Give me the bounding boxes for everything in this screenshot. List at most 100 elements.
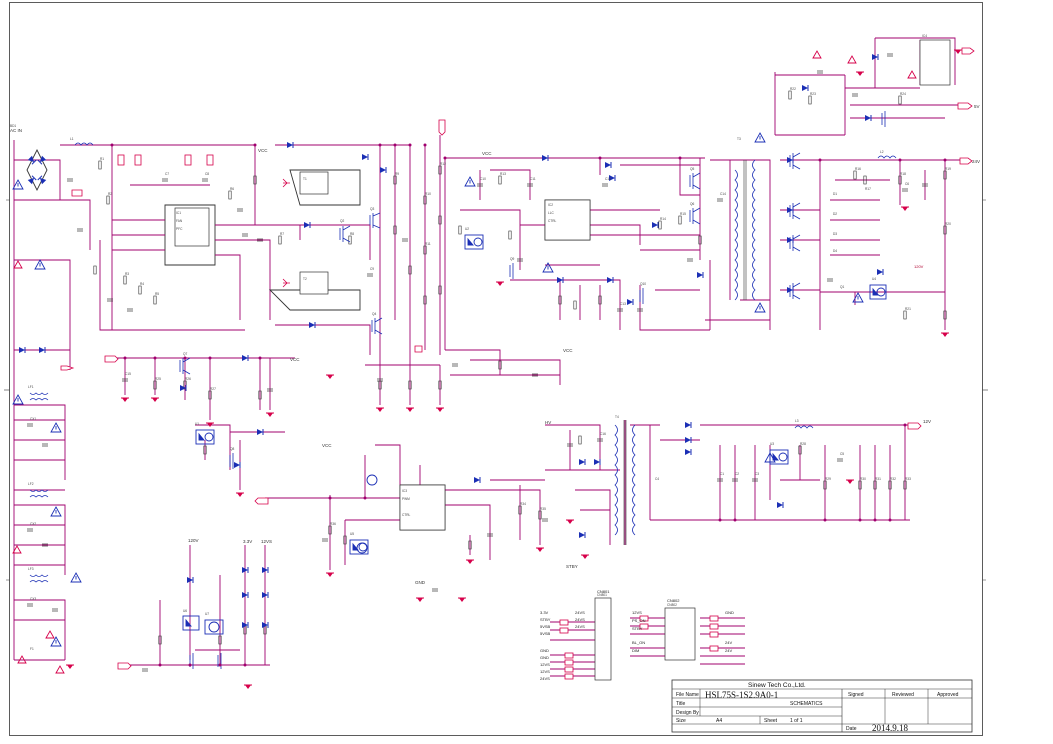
cn801-pin: 3.3V	[540, 610, 549, 615]
sheet-value: 1 of 1	[790, 718, 803, 724]
svg-text:BD1: BD1	[10, 124, 16, 128]
svg-text:Q8: Q8	[230, 447, 234, 451]
transistors	[179, 111, 886, 669]
net-12vs: 12VS	[261, 539, 272, 544]
svg-text:C7: C7	[165, 172, 169, 176]
svg-text:C10: C10	[480, 177, 486, 181]
svg-text:C2: C2	[735, 472, 739, 476]
net-vcc-mid: VCC	[563, 348, 573, 353]
svg-text:CX3: CX3	[30, 597, 36, 601]
svg-text:D2: D2	[833, 212, 837, 216]
date-value: 2014.9.18	[872, 723, 909, 733]
svg-text:R29: R29	[825, 477, 831, 481]
common-mode-chokes	[29, 142, 897, 583]
ic-packages	[174, 39, 951, 681]
svg-text:R17: R17	[865, 187, 871, 191]
svg-text:Q2: Q2	[340, 219, 344, 223]
svg-text:L1: L1	[70, 137, 74, 141]
svg-text:R27: R27	[210, 387, 216, 391]
title-label: Title	[676, 701, 685, 707]
net-out-5v: 5V	[974, 104, 980, 109]
title-block: Sinew Tech Co.,Ltd. File Name HSL75S-1S2…	[671, 679, 973, 733]
svg-text:R9: R9	[395, 172, 399, 176]
svg-text:C5: C5	[840, 452, 844, 456]
svg-text:CN802: CN802	[667, 603, 677, 607]
net-gnd: GND	[415, 580, 426, 585]
svg-text:C9: C9	[370, 267, 374, 271]
svg-text:R25: R25	[155, 377, 161, 381]
svg-text:R4: R4	[140, 282, 144, 286]
net-vcc-pfc: VCC	[258, 148, 268, 153]
svg-text:Q4: Q4	[372, 312, 376, 316]
cn801-pin: 24VS	[575, 624, 585, 629]
svg-text:LLC: LLC	[548, 211, 555, 215]
svg-text:Q5: Q5	[690, 167, 694, 171]
svg-text:PWM: PWM	[402, 497, 410, 501]
cn802-pin: 12VS	[632, 610, 642, 615]
net-vcc-standby: VCC	[290, 357, 300, 362]
approved-label: Approved	[937, 692, 959, 698]
transformer-standby	[614, 420, 636, 545]
net-vcc-pwm: VCC	[322, 443, 332, 448]
test-points	[12, 50, 917, 674]
cn801-pin: 5VSB	[540, 631, 551, 636]
file-name-value: HSL75S-1S2.9A0-1	[705, 690, 778, 700]
svg-text:R22: R22	[790, 87, 796, 91]
cn801-pin: GND	[540, 655, 549, 660]
diodes	[18, 53, 884, 629]
svg-text:LF3: LF3	[28, 567, 34, 571]
cn802-pin: GND	[725, 610, 734, 615]
svg-text:R16: R16	[855, 167, 861, 171]
svg-text:R15: R15	[680, 212, 686, 216]
svg-text:R1: R1	[100, 157, 104, 161]
svg-text:IC2: IC2	[548, 203, 553, 207]
svg-text:R5: R5	[155, 292, 159, 296]
svg-text:T2: T2	[303, 277, 307, 281]
svg-text:CTRL: CTRL	[548, 219, 557, 223]
svg-text:CX1: CX1	[30, 417, 36, 421]
connector-cn802: CN802 12VS PS_ON STBY BL_ON DIM GND 24V …	[632, 598, 734, 653]
svg-text:Q6: Q6	[690, 202, 694, 206]
wiring	[13, 37, 970, 677]
cn802-pin: BL_ON	[632, 640, 645, 645]
svg-text:R19: R19	[945, 167, 951, 171]
svg-text:R34: R34	[520, 502, 526, 506]
size-value: A4	[716, 718, 722, 724]
net-stby: STBY	[566, 564, 578, 569]
svg-text:R26: R26	[185, 377, 191, 381]
svg-text:Q10: Q10	[640, 282, 646, 286]
capacitors	[26, 53, 929, 672]
svg-text:LF1: LF1	[28, 385, 34, 389]
svg-text:FAN: FAN	[176, 219, 183, 223]
svg-text:C12: C12	[605, 177, 611, 181]
cn801-pin: STBY	[540, 617, 551, 622]
svg-text:IC3: IC3	[402, 489, 407, 493]
cn802-pin: STBY	[632, 626, 643, 631]
cn801-pin: 24VS	[575, 617, 585, 622]
net-out-12v: 12V	[923, 419, 931, 424]
svg-text:U3: U3	[770, 442, 774, 446]
optocouplers	[182, 234, 887, 635]
svg-text:L2: L2	[880, 150, 884, 154]
svg-text:R28: R28	[800, 442, 806, 446]
svg-text:C3: C3	[755, 472, 759, 476]
svg-text:C6: C6	[905, 182, 909, 186]
svg-text:LF2: LF2	[28, 482, 34, 486]
net-3v3: 3.3V	[243, 539, 252, 544]
svg-text:U6: U6	[183, 609, 187, 613]
svg-text:R13: R13	[500, 172, 506, 176]
svg-text:R36: R36	[330, 522, 336, 526]
net-120v: 120V	[188, 538, 199, 543]
svg-text:L3: L3	[795, 419, 799, 423]
svg-text:C15: C15	[125, 372, 131, 376]
cn801-pin: GND	[540, 648, 549, 653]
svg-text:Q1: Q1	[840, 285, 844, 289]
sheet-label: Sheet	[764, 718, 778, 724]
junction-dots	[110, 143, 947, 667]
svg-text:CN801: CN801	[597, 593, 607, 597]
design-label: Design By	[676, 710, 699, 716]
svg-text:PFC: PFC	[176, 227, 183, 231]
svg-text:R7: R7	[280, 232, 284, 236]
net-out-24v: 24V	[972, 159, 980, 164]
